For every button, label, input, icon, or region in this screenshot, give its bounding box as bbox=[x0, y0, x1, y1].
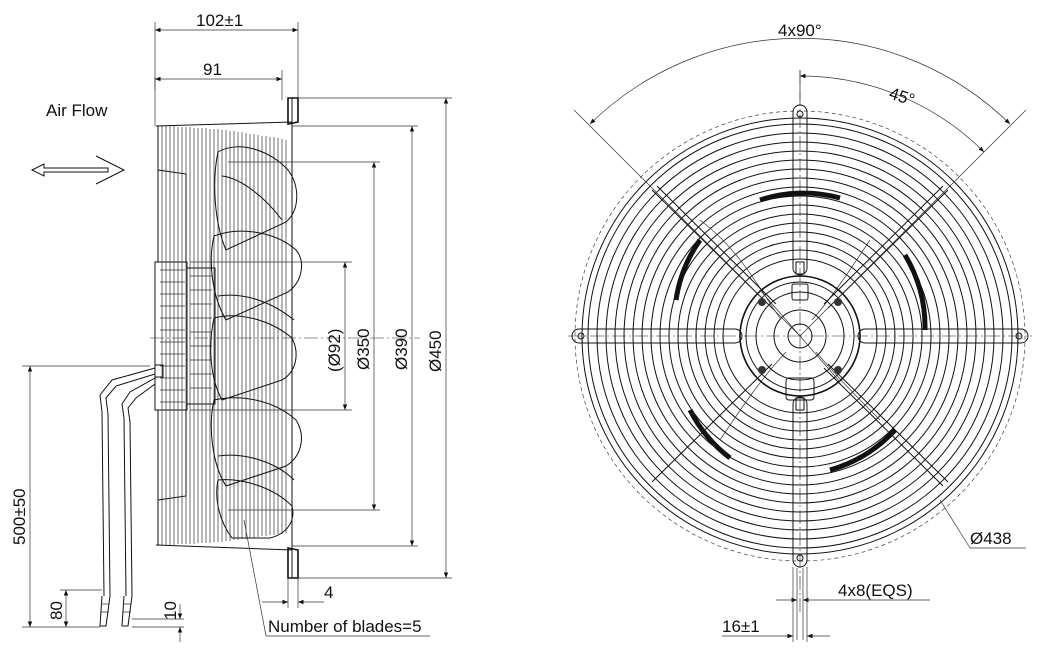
dim-d438: Ø438 bbox=[970, 529, 1012, 548]
dim-strip: 80 bbox=[47, 601, 66, 620]
dim-depth-total: 102±1 bbox=[196, 11, 243, 30]
dim-angle-total: 4x90° bbox=[778, 21, 822, 40]
dim-d450: Ø450 bbox=[426, 330, 445, 372]
dim-d350: Ø350 bbox=[354, 328, 373, 370]
dim-depth-inner: 91 bbox=[203, 60, 222, 79]
dim-end: 10 bbox=[161, 601, 180, 620]
dim-bracket: 16±1 bbox=[722, 617, 760, 636]
front-blade-arcs bbox=[673, 190, 928, 473]
dim-d390: Ø390 bbox=[392, 328, 411, 370]
side-guard bbox=[155, 121, 293, 551]
side-motor bbox=[154, 261, 216, 411]
dim-cable: 500±50 bbox=[10, 488, 29, 545]
dim-angle-half: 45° bbox=[887, 84, 917, 110]
side-cables bbox=[99, 367, 156, 627]
side-blades bbox=[210, 146, 303, 539]
air-flow-label: Air Flow bbox=[46, 101, 108, 120]
front-view: 4x90° 45° Ø438 4x8(EQS) 16±1 bbox=[568, 21, 1032, 642]
air-flow-arrow-icon bbox=[30, 155, 126, 185]
blades-note: Number of blades=5 bbox=[268, 617, 422, 636]
dim-hub: (Ø92) bbox=[325, 329, 344, 372]
side-view: Air Flow 102±1 91 bbox=[10, 11, 452, 642]
dim-holes: 4x8(EQS) bbox=[838, 581, 913, 600]
dim-gap: 4 bbox=[324, 583, 333, 602]
